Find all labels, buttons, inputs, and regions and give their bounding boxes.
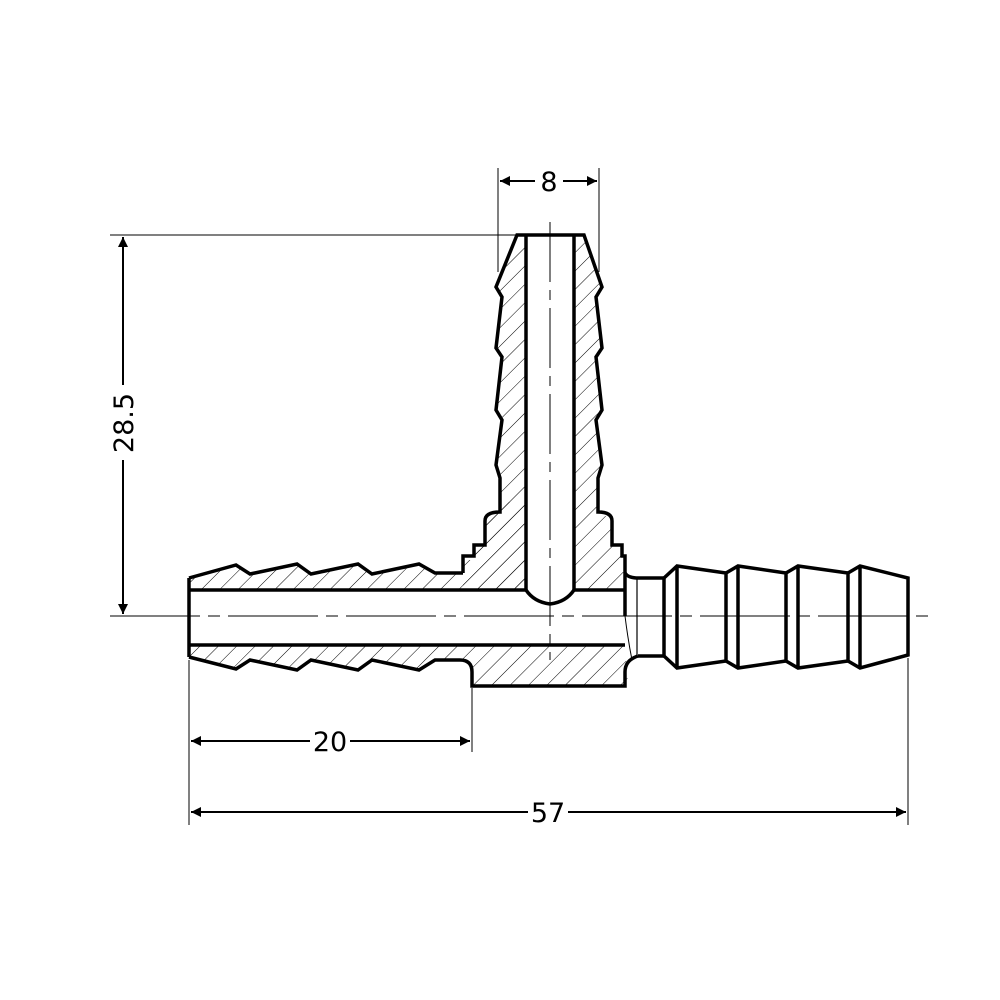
break-line — [624, 615, 633, 661]
fillet-top — [623, 571, 639, 580]
vertical-stub-left-wall — [463, 235, 526, 590]
dimension-lines — [118, 176, 906, 817]
dim-28-5-label: 28.5 — [109, 393, 140, 453]
dim-57-label: 57 — [531, 798, 565, 829]
dimension-labels: 8 28.5 20 57 — [109, 167, 565, 829]
outlines — [187, 233, 910, 688]
lower-wall — [189, 645, 628, 686]
dim-8-label: 8 — [540, 167, 557, 198]
right-barb-neck — [638, 576, 666, 658]
dim-20-label: 20 — [313, 727, 347, 758]
vertical-bore-outline — [524, 235, 576, 590]
right-barb-2 — [725, 564, 788, 670]
left-barb-lower-outline — [188, 654, 639, 688]
horizontal-bore-outline — [189, 588, 625, 647]
right-barb-3 — [785, 564, 850, 670]
centerlines — [110, 222, 930, 660]
right-barb-4 — [847, 564, 910, 670]
right-barb-1 — [662, 564, 728, 670]
left-barb-upper-outline — [188, 562, 463, 580]
section-body — [189, 235, 628, 686]
extension-lines — [110, 168, 909, 825]
